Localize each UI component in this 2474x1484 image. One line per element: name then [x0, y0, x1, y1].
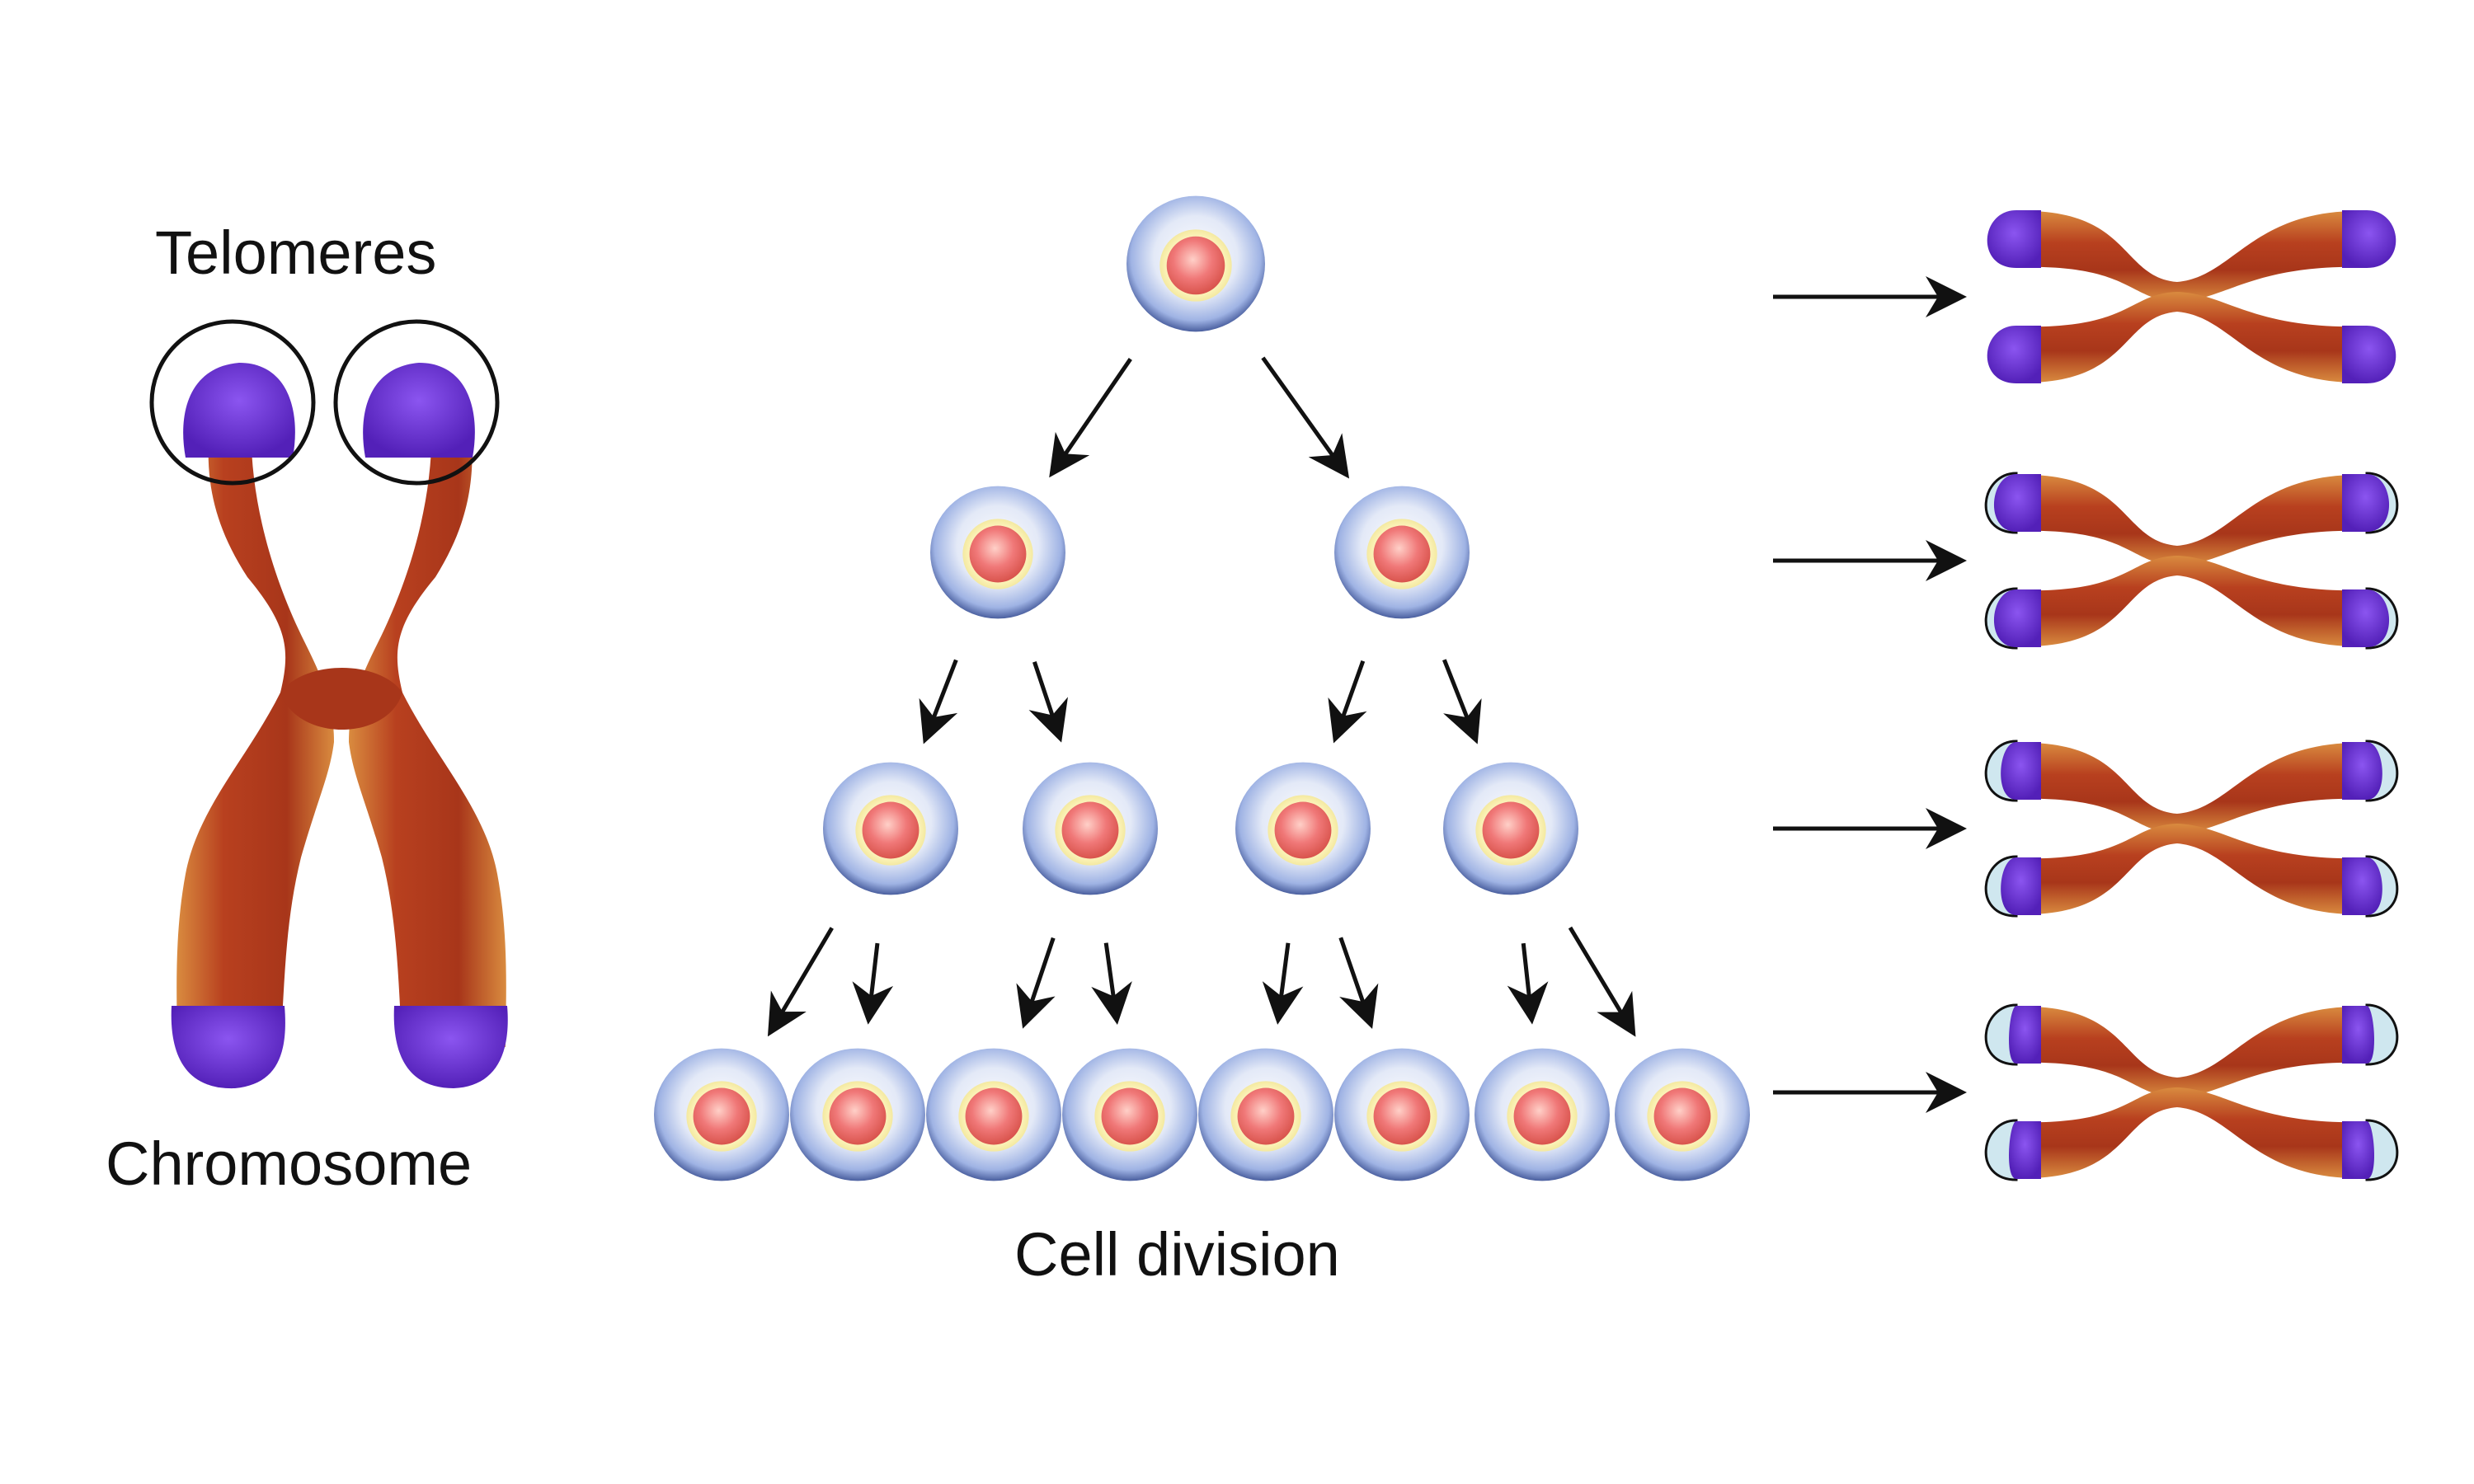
telomere-cap	[2342, 326, 2396, 383]
stage-arrows	[1773, 276, 1967, 1113]
telomere-cap	[2342, 589, 2390, 647]
division-arrow	[1328, 660, 1367, 744]
division-arrow	[1261, 356, 1350, 479]
chromatid-upper	[2016, 474, 2367, 566]
chromosome-label: Chromosome	[106, 1129, 473, 1198]
cell	[654, 1048, 789, 1181]
cell-nucleus	[829, 1087, 887, 1145]
cell	[1334, 1048, 1470, 1181]
division-arrow	[1049, 358, 1132, 478]
cell	[1615, 1048, 1750, 1181]
telomere-highlight-circle-right	[333, 319, 500, 486]
division-arrow	[1091, 942, 1132, 1026]
division-arrow	[1442, 659, 1482, 744]
division-arrow	[1568, 926, 1636, 1037]
cell	[1443, 762, 1578, 895]
cell	[1062, 1048, 1197, 1181]
telomere-cap	[2001, 857, 2041, 915]
cell	[1023, 762, 1158, 895]
chromatid-upper	[2016, 210, 2367, 302]
division-arrow	[1028, 660, 1068, 743]
telomere-bottom-right	[393, 1006, 508, 1088]
telomere-cap	[1987, 326, 2041, 383]
telomere-cap	[2342, 474, 2390, 532]
cell-division-tree	[654, 195, 1750, 1181]
telomere-highlight-circle-left	[149, 319, 316, 486]
lost-telomere-outline	[2365, 1119, 2399, 1181]
cell-division-label: Cell division	[1014, 1220, 1340, 1289]
chromatid-right	[349, 412, 506, 1047]
shortening-chromosome-1	[1987, 210, 2396, 383]
lost-telomere-outline	[1984, 1119, 2018, 1181]
shortening-chromosome-2	[1984, 472, 2399, 650]
chromatid-left	[176, 412, 334, 1047]
cell-nucleus	[862, 801, 920, 859]
shortening-chromosome-3	[1984, 740, 2399, 918]
cell	[1235, 762, 1371, 895]
cell-nucleus	[1237, 1087, 1295, 1145]
large-chromosome	[149, 319, 508, 1089]
chromatid-lower	[2016, 1087, 2367, 1179]
cell	[823, 762, 958, 895]
cell	[1126, 195, 1265, 332]
division-arrows	[767, 356, 1636, 1037]
telomere-cap	[1993, 474, 2041, 532]
cell-nucleus	[969, 525, 1027, 583]
telomere-cap	[2342, 857, 2382, 915]
cell	[1475, 1048, 1610, 1181]
cell	[926, 1048, 1061, 1181]
division-arrow	[1338, 937, 1379, 1030]
telomere-cap	[2342, 210, 2396, 268]
cell-nucleus	[1513, 1087, 1571, 1145]
chromatid-lower	[2016, 824, 2367, 915]
telomere-cap	[1987, 210, 2041, 268]
shortening-chromosome-4	[1984, 1003, 2399, 1181]
chromatid-upper	[2016, 1006, 2367, 1097]
cell	[930, 486, 1065, 619]
chromatid-upper	[2016, 742, 2367, 834]
cell-nucleus	[693, 1087, 750, 1145]
lost-telomere-outline	[2365, 1003, 2399, 1066]
telomeres-label: Telomeres	[155, 218, 437, 287]
telomere-cap	[2342, 1121, 2374, 1179]
centromere	[280, 668, 402, 730]
cell-nucleus	[1482, 801, 1540, 859]
telomere-top-right	[363, 363, 475, 458]
cell	[790, 1048, 925, 1181]
telomere-cap	[2001, 742, 2041, 800]
telomere-cap	[1993, 589, 2041, 647]
cell-nucleus	[1653, 1087, 1711, 1145]
telomere-top-left	[183, 363, 295, 458]
division-arrow	[852, 942, 894, 1025]
cell-nucleus	[965, 1087, 1023, 1145]
telomere-cap	[2342, 742, 2382, 800]
cell-nucleus	[1373, 525, 1431, 583]
telomere-cap	[2009, 1006, 2041, 1064]
division-arrow	[1016, 937, 1056, 1029]
telomere-cap	[2009, 1121, 2041, 1179]
telomere-bottom-left	[171, 1006, 285, 1089]
telomere-cap	[2342, 1006, 2374, 1064]
cell-nucleus	[1274, 801, 1332, 859]
shortening-chromosomes	[1984, 210, 2399, 1181]
cell-nucleus	[1101, 1087, 1159, 1145]
chromatid-lower	[2016, 556, 2367, 647]
division-arrow	[1507, 942, 1549, 1025]
division-arrow	[919, 659, 958, 744]
cell	[1198, 1048, 1333, 1181]
chromatid-lower	[2016, 292, 2367, 383]
cell-nucleus	[1373, 1087, 1431, 1145]
division-arrow	[1262, 942, 1304, 1025]
cell-nucleus	[1166, 236, 1225, 295]
cell	[1334, 486, 1470, 619]
division-arrow	[767, 927, 834, 1037]
lost-telomere-outline	[1984, 1003, 2018, 1066]
cell-nucleus	[1061, 801, 1119, 859]
